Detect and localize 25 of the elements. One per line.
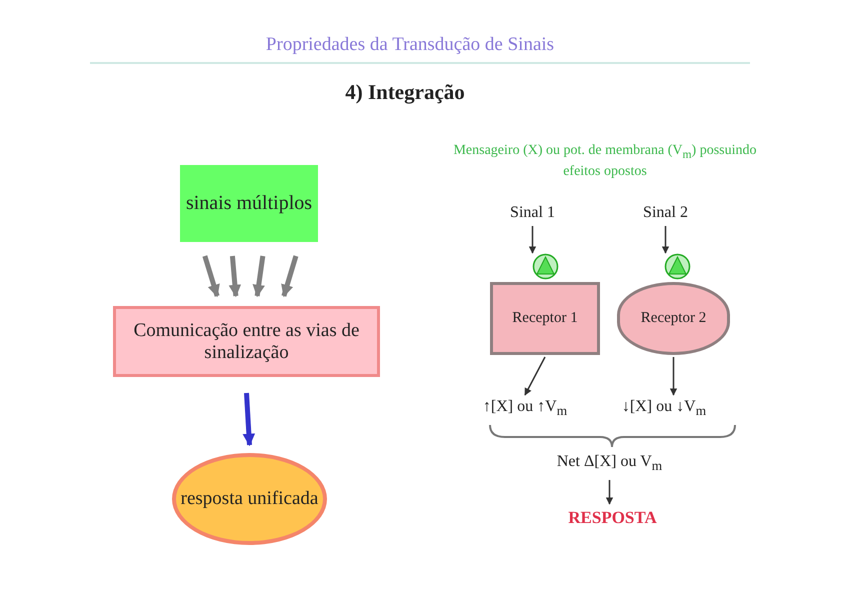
net-label: Net Δ[X] ou V$_{m}$ — [527, 450, 692, 478]
arrow — [252, 256, 266, 298]
note-text: Mensageiro (X) ou pot. de membrana (V$_{m}$) possuindo efeitos opostos — [452, 142, 758, 181]
arrow — [662, 226, 670, 254]
arrow — [202, 255, 220, 298]
result-label: ↑[X] ou ↑V$_{m}$ — [470, 395, 580, 423]
section-heading: 4) Integração — [344, 80, 466, 105]
arrow — [606, 480, 614, 505]
arrow — [670, 357, 678, 396]
result-label: ↓[X] ou ↓V$_{m}$ — [602, 395, 726, 423]
arrow — [524, 356, 546, 396]
arrow — [242, 392, 256, 446]
ligand-icon — [664, 253, 691, 280]
arrow — [281, 255, 298, 298]
signal-label: Sinal 2 — [628, 202, 703, 224]
response-label: RESPOSTA — [545, 504, 680, 532]
process-box: Comunicação entre as vias de sinalização — [113, 306, 380, 377]
signal-label: Sinal 1 — [495, 202, 570, 224]
receptor-box: Receptor 1 — [490, 282, 600, 355]
response-ellipse: resposta unificada — [172, 453, 327, 545]
arrow — [228, 256, 242, 298]
signal-box: sinais múltiplos — [180, 165, 318, 242]
ligand-icon — [532, 253, 559, 280]
slide-title: Propriedades da Transdução de Sinais — [264, 34, 556, 56]
arrow — [528, 226, 536, 254]
